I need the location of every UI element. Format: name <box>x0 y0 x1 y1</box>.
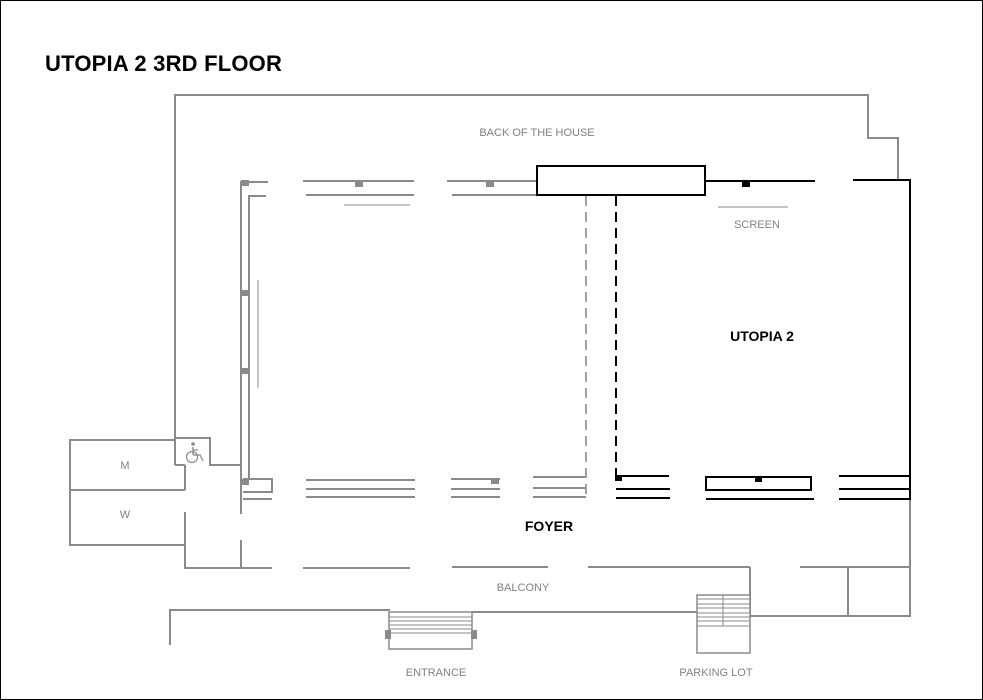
hall-interior-walls <box>240 180 587 514</box>
men-restroom-label: M <box>120 460 129 472</box>
screen-label: SCREEN <box>734 219 780 231</box>
wheelchair-icon <box>185 442 204 464</box>
screen-box <box>536 165 706 196</box>
parking-lot-stairs <box>696 594 751 654</box>
entrance-label: ENTRANCE <box>406 667 467 679</box>
foyer-label: FOYER <box>525 518 573 534</box>
back-of-house-label: BACK OF THE HOUSE <box>479 127 594 139</box>
utopia-2-room-walls <box>536 165 911 500</box>
women-restroom-label: W <box>120 509 131 521</box>
parking-lot-label: PARKING LOT <box>679 667 752 679</box>
room-label: UTOPIA 2 <box>730 328 794 344</box>
page-title: UTOPIA 2 3RD FLOOR <box>45 51 282 76</box>
entrance-stairs <box>385 611 477 650</box>
balcony-label: BALCONY <box>497 582 550 594</box>
outer-walls <box>69 94 911 645</box>
